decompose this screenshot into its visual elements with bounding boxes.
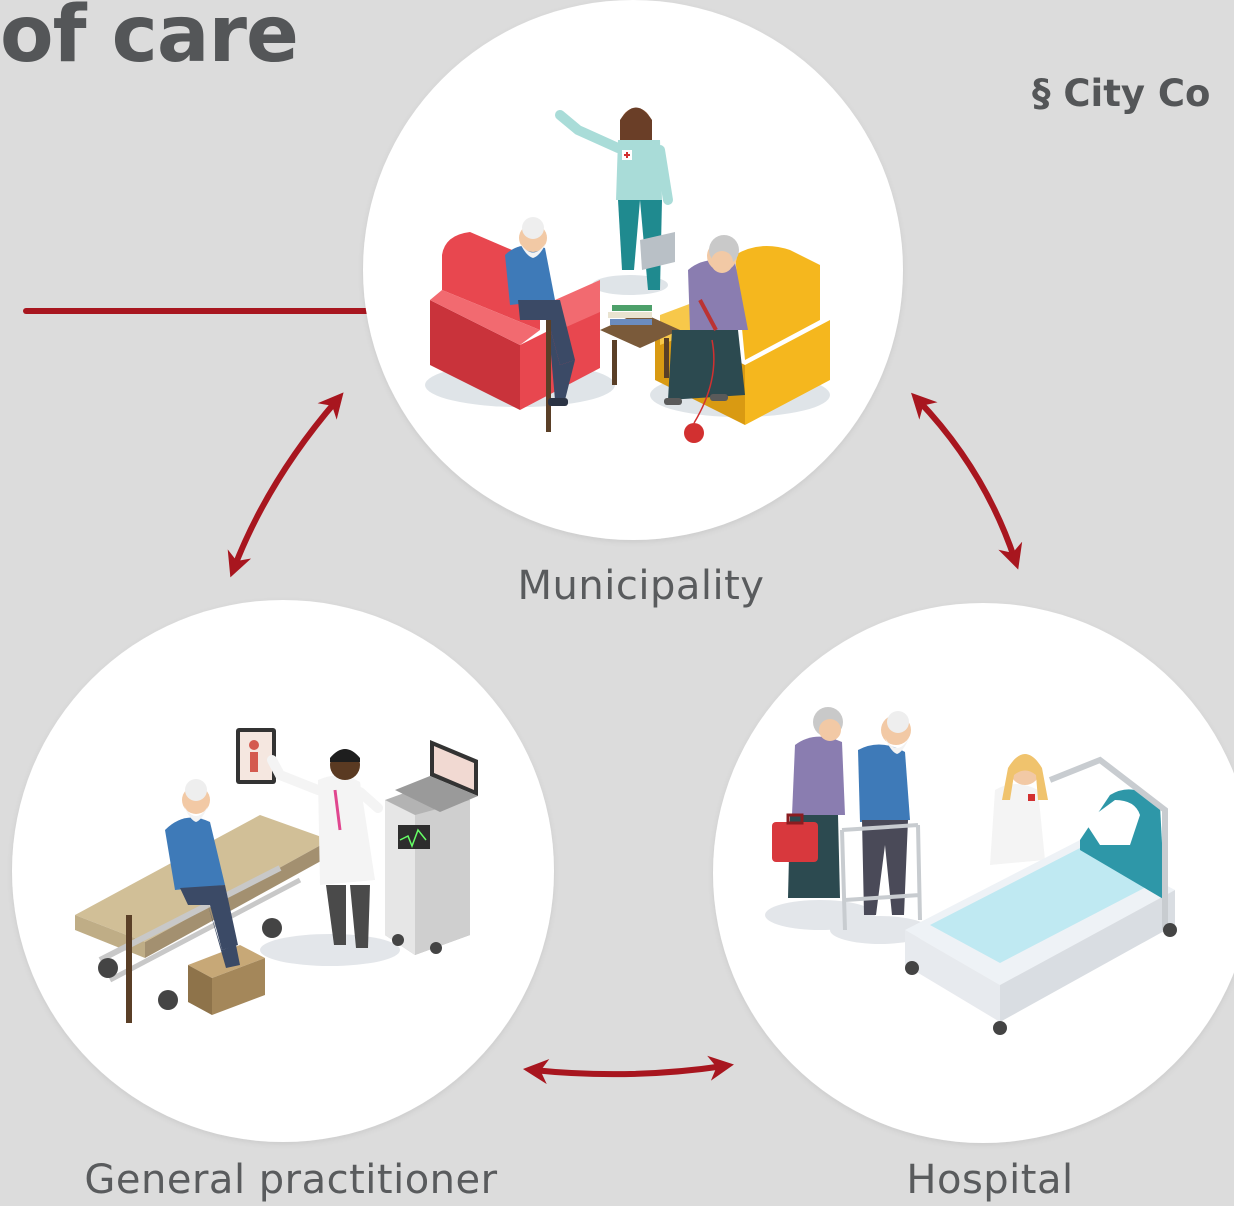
- arrow-municipality-gp: [227, 392, 344, 578]
- municipality-node: [363, 0, 903, 540]
- page-title-fragment: of care: [0, 0, 299, 80]
- hospital-illustration: [765, 707, 1177, 1035]
- hospital-label: Hospital: [906, 1157, 1074, 1203]
- municipality-illustration: [425, 107, 830, 443]
- gp-label: General practitioner: [84, 1157, 498, 1203]
- arrow-municipality-hospital: [911, 392, 1023, 570]
- gp-illustration: [75, 728, 478, 1023]
- legal-reference-heading: § City Co: [1032, 72, 1211, 115]
- hospital-node: [713, 603, 1234, 1143]
- arrow-gp-hospital: [522, 1055, 734, 1085]
- gp-node: [12, 600, 554, 1142]
- municipality-label: Municipality: [517, 563, 765, 609]
